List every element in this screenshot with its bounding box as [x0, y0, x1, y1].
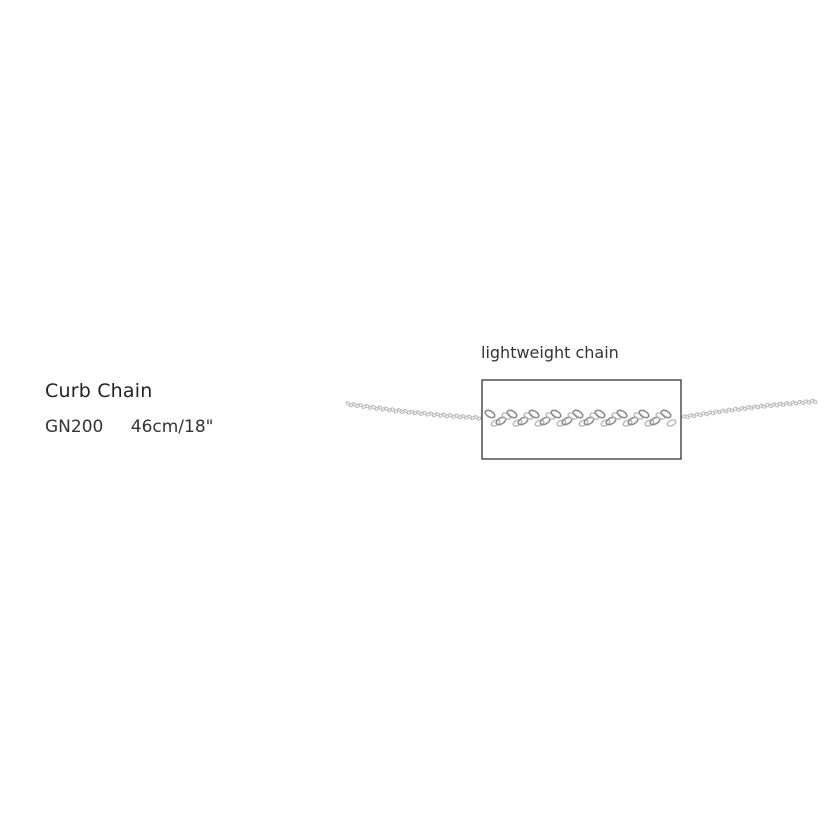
chain-link: [716, 410, 722, 415]
chain-link: [761, 404, 767, 409]
chain-link: [774, 403, 780, 408]
chain-link: [594, 409, 606, 419]
chain-link: [476, 416, 482, 421]
chain-link: [777, 401, 783, 406]
chain-link: [649, 416, 661, 426]
chain-left-section: [345, 401, 482, 421]
chain-link: [697, 412, 703, 418]
product-title: Curb Chain: [45, 380, 153, 402]
chain-link: [572, 409, 584, 419]
product-specs: GN200 46cm/18": [45, 417, 213, 437]
chain-link: [627, 416, 639, 426]
chain-link: [495, 416, 507, 426]
product-code: GN200: [45, 417, 104, 437]
chain-link: [755, 405, 760, 410]
chain-link: [616, 409, 628, 419]
chain-link: [600, 419, 611, 427]
chain-link: [534, 419, 545, 427]
chain-link: [622, 419, 633, 427]
chain-right-section: [681, 398, 818, 420]
chain-link: [583, 416, 595, 426]
chain-link: [561, 416, 573, 426]
chain-link: [780, 402, 786, 407]
chain-link: [736, 407, 741, 412]
chain-link: [660, 409, 672, 419]
chain-link: [771, 402, 776, 407]
chain-link: [550, 409, 562, 419]
chain-link: [742, 406, 748, 412]
chain-link: [768, 403, 773, 409]
chain-link: [556, 419, 567, 427]
magnifier-frame: [481, 379, 682, 460]
chain-link: [578, 419, 589, 427]
chain-link: [644, 419, 655, 427]
chain-link: [793, 401, 799, 406]
chain-link: [691, 413, 696, 419]
chain-link: [528, 409, 540, 419]
chain-link: [784, 401, 789, 406]
chain-link: [710, 411, 716, 416]
chain-link: [638, 409, 650, 419]
chain-link: [796, 399, 802, 405]
chain-link: [517, 416, 529, 426]
callout-label: lightweight chain: [481, 343, 619, 362]
chain-link: [605, 416, 617, 426]
chain-link: [748, 405, 754, 411]
chain-link: [812, 399, 818, 404]
chain-link: [539, 416, 551, 426]
chain-link: [809, 398, 815, 404]
chain-link: [723, 409, 728, 414]
chain-link: [512, 419, 523, 427]
product-length: 46cm/18": [130, 417, 214, 437]
chain-link: [787, 401, 792, 407]
chain-link: [790, 400, 796, 405]
chain-link: [729, 408, 735, 413]
chain-link: [666, 419, 677, 427]
chain-link: [800, 400, 805, 406]
chain-link: [490, 419, 501, 427]
chain-magnified-section: [484, 409, 677, 427]
chain-link: [704, 412, 709, 417]
chain-link: [484, 409, 496, 419]
chain-link: [803, 399, 808, 404]
chain-link: [506, 409, 518, 419]
chain-link: [684, 414, 690, 420]
chain-link: [806, 400, 812, 405]
